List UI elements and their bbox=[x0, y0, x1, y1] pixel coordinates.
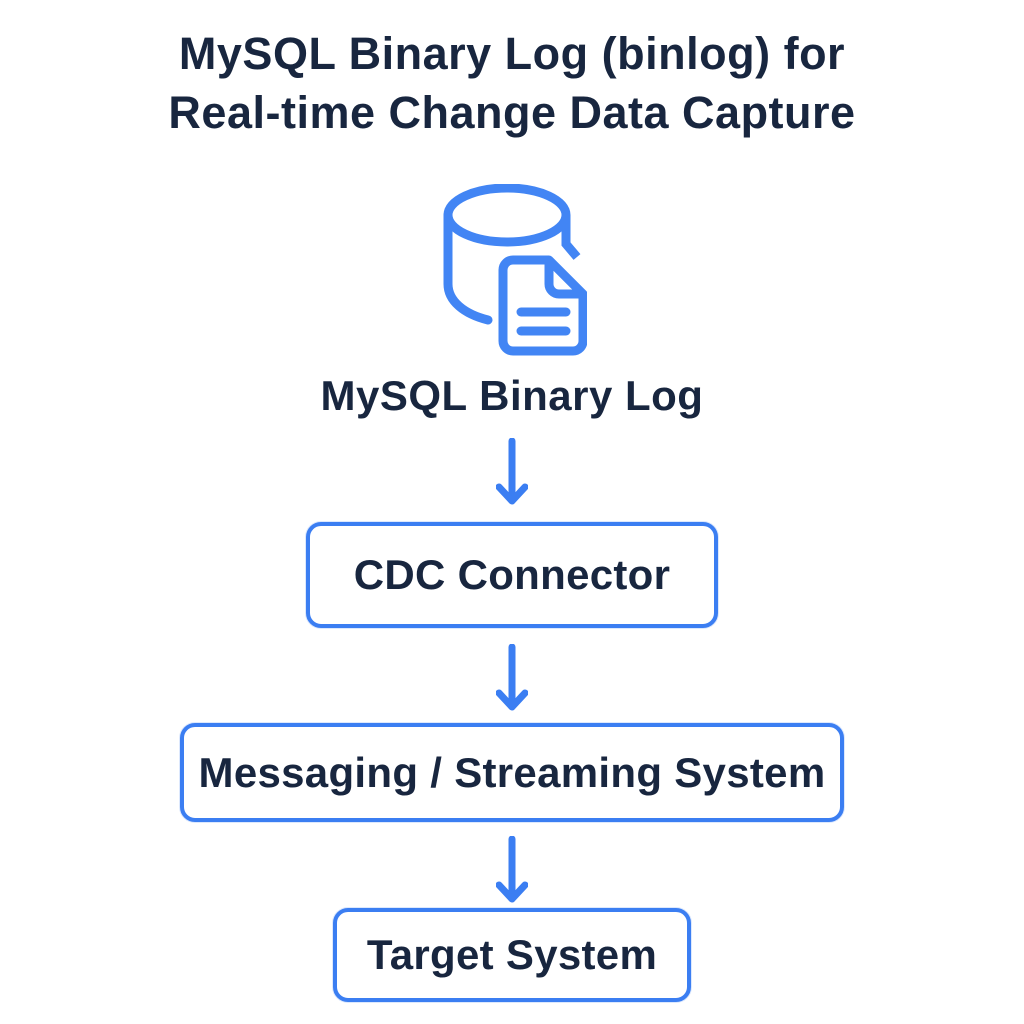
page-title-line1: MySQL Binary Log (binlog) for bbox=[178, 28, 846, 79]
arrow-down-icon bbox=[495, 643, 529, 712]
node-cdc-connector: CDC Connector bbox=[306, 522, 718, 628]
node-target-system: Target System bbox=[333, 908, 691, 1002]
arrow-down-icon bbox=[495, 437, 529, 506]
node-messaging-streaming-system-label: Messaging / Streaming System bbox=[198, 748, 826, 796]
database-document-icon bbox=[437, 183, 588, 364]
page-title: MySQL Binary Log (binlog) for Real-time … bbox=[0, 24, 1024, 142]
arrow-down-icon bbox=[495, 835, 529, 904]
page-title-line2: Real-time Change Data Capture bbox=[168, 87, 856, 138]
node-cdc-connector-label: CDC Connector bbox=[353, 551, 671, 598]
node-target-system-label: Target System bbox=[366, 931, 658, 978]
source-label: MySQL Binary Log bbox=[320, 372, 704, 419]
node-messaging-streaming-system: Messaging / Streaming System bbox=[180, 723, 844, 822]
